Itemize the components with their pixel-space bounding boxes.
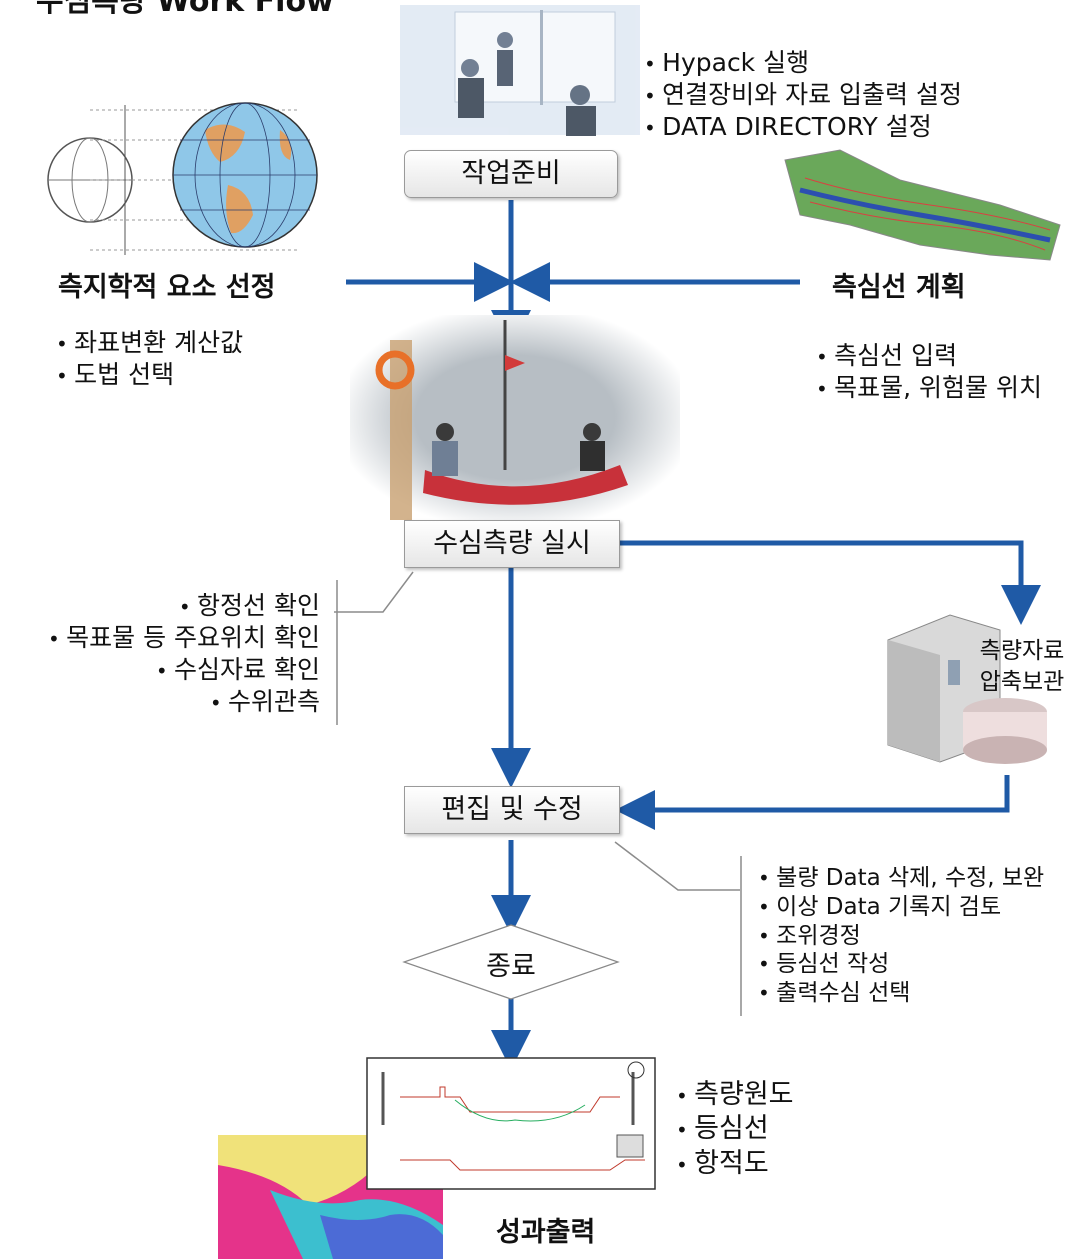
storage-label: 측량자료 압축보관 xyxy=(968,636,1076,698)
meeting-photo xyxy=(400,5,640,136)
node-end: 종료 xyxy=(486,951,536,982)
list-item: 조위경정 xyxy=(758,922,1044,951)
list-item: 등심선 작성 xyxy=(758,950,1044,979)
lineplan-list: 측심선 입력 목표물, 위험물 위치 xyxy=(816,340,1042,404)
arrow-survey-to-storage xyxy=(620,540,1041,625)
output-list: 측량원도 등심선 항적도 xyxy=(676,1078,794,1181)
list-item: 수위관측 xyxy=(48,686,320,718)
heading-lineplan: 측심선 계획 xyxy=(832,272,966,303)
node-survey: 수심측량 실시 xyxy=(404,520,620,568)
heading-geodetic: 측지학적 요소 선정 xyxy=(58,272,276,303)
page-title: 수심측량 Work Flow xyxy=(36,0,334,19)
node-edit: 편집 및 수정 xyxy=(404,786,620,834)
list-item: 불량 Data 삭제, 수정, 보완 xyxy=(758,864,1044,893)
list-item: 목표물, 위험물 위치 xyxy=(816,372,1042,404)
heading-output: 성과출력 xyxy=(496,1217,596,1248)
globe-projection-figure xyxy=(47,102,318,255)
list-item: 도법 선택 xyxy=(56,359,243,391)
list-item: 좌표변환 계산값 xyxy=(56,327,243,359)
list-item: 이상 Data 기록지 검토 xyxy=(758,893,1044,922)
list-item: 연결장비와 자료 입출력 설정 xyxy=(644,79,962,111)
end-decision-diamond xyxy=(402,924,620,1000)
list-item: Hypack 실행 xyxy=(644,47,962,79)
edit-task-list: 불량 Data 삭제, 수정, 보완 이상 Data 기록지 검토 조위경정 등… xyxy=(758,864,1044,1008)
server-storage-icon xyxy=(887,614,1047,764)
list-item: 목표물 등 주요위치 확인 xyxy=(48,622,320,654)
list-item: 항적도 xyxy=(676,1147,794,1181)
node-prep: 작업준비 xyxy=(404,150,618,198)
prep-list: Hypack 실행 연결장비와 자료 입출력 설정 DATA DIRECTORY… xyxy=(644,47,962,143)
storage-label-line2: 압축보관 xyxy=(979,669,1065,696)
survey-check-list: 항정선 확인 목표물 등 주요위치 확인 수심자료 확인 수위관측 xyxy=(48,590,320,718)
survey-line-map xyxy=(784,149,1061,261)
survey-leader-line xyxy=(334,571,414,613)
list-item: DATA DIRECTORY 설정 xyxy=(644,111,962,143)
list-item: 측심선 입력 xyxy=(816,340,1042,372)
cross-section-sheet xyxy=(366,1057,656,1190)
list-item: 측량원도 xyxy=(676,1078,793,1112)
arrow-storage-to-edit xyxy=(615,775,1010,830)
list-item: 수심자료 확인 xyxy=(48,654,320,686)
list-item: 출력수심 선택 xyxy=(758,979,1044,1008)
boat-survey-photo xyxy=(350,315,680,520)
list-item: 항정선 확인 xyxy=(48,590,320,622)
geodetic-list: 좌표변환 계산값 도법 선택 xyxy=(56,327,243,391)
list-item: 등심선 xyxy=(676,1112,794,1146)
storage-label-line1: 측량자료 xyxy=(979,638,1065,664)
edit-leader-line xyxy=(614,841,740,891)
